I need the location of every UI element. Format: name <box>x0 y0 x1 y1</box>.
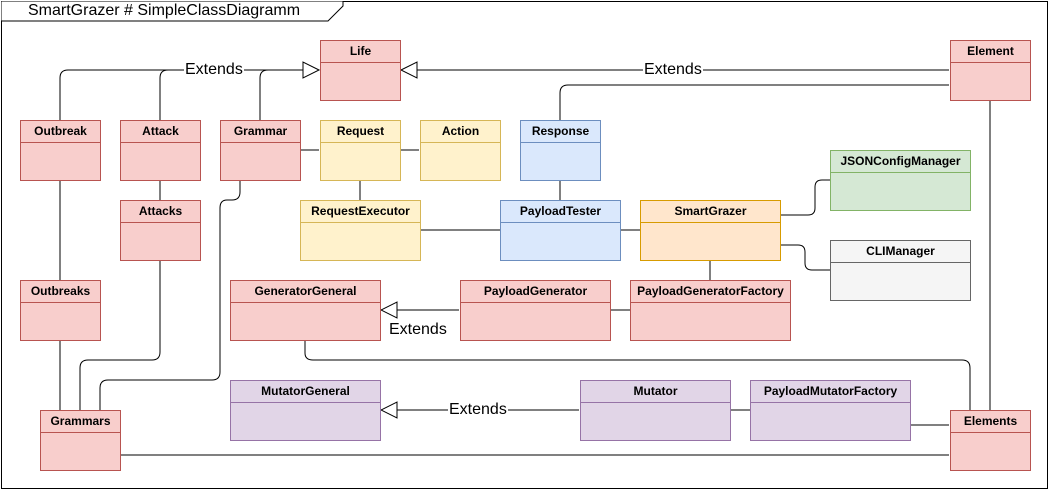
class-payload-mutator-factory[interactable]: PayloadMutatorFactory <box>750 380 911 441</box>
class-attacks[interactable]: Attacks <box>120 200 201 261</box>
class-payload-mutator-factory-name: PayloadMutatorFactory <box>751 381 910 403</box>
class-payload-tester-name: PayloadTester <box>501 201 620 223</box>
inherit-arrow-generatorgeneral <box>379 301 398 319</box>
class-elements-name: Elements <box>951 411 1030 433</box>
class-request-executor[interactable]: RequestExecutor <box>300 200 421 261</box>
class-mutator-general-name: MutatorGeneral <box>231 381 380 403</box>
class-element[interactable]: Element <box>950 40 1031 101</box>
class-payload-generator-factory[interactable]: PayloadGeneratorFactory <box>630 280 791 341</box>
class-request-name: Request <box>321 121 400 143</box>
extends-label-life: Extends <box>184 61 244 79</box>
class-json-config-manager-name: JSONConfigManager <box>831 151 970 173</box>
class-payload-generator[interactable]: PayloadGenerator <box>460 280 611 341</box>
class-request[interactable]: Request <box>320 120 401 181</box>
class-generator-general-name: GeneratorGeneral <box>231 281 380 303</box>
inherit-arrow-life-left <box>302 61 321 79</box>
class-json-config-manager[interactable]: JSONConfigManager <box>830 150 971 211</box>
class-grammar[interactable]: Grammar <box>220 120 301 181</box>
class-action[interactable]: Action <box>420 120 501 181</box>
class-grammar-name: Grammar <box>221 121 300 143</box>
edge-response-element <box>559 84 949 120</box>
edge-grammar-life <box>259 69 269 120</box>
extends-label-element: Extends <box>643 61 703 79</box>
class-life-name: Life <box>321 41 400 63</box>
class-outbreaks-name: Outbreaks <box>21 281 100 303</box>
diagram-title: SmartGrazer # SimpleClassDiagramm <box>28 2 301 19</box>
inherit-arrow-mutatorgeneral <box>379 401 398 419</box>
edge-generatorgeneral-elements <box>304 340 971 410</box>
class-elements[interactable]: Elements <box>950 410 1031 471</box>
class-payload-generator-factory-name: PayloadGeneratorFactory <box>631 281 790 303</box>
class-outbreak[interactable]: Outbreak <box>20 120 101 181</box>
class-response-name: Response <box>521 121 600 143</box>
class-payload-generator-name: PayloadGenerator <box>461 281 610 303</box>
class-smart-grazer[interactable]: SmartGrazer <box>640 200 781 261</box>
extends-label-generator: Extends <box>388 321 448 339</box>
inherit-arrow-life-right <box>399 61 418 79</box>
class-mutator-name: Mutator <box>581 381 730 403</box>
class-cli-manager[interactable]: CLIManager <box>830 240 971 301</box>
class-life[interactable]: Life <box>320 40 401 101</box>
class-action-name: Action <box>421 121 500 143</box>
class-grammars-name: Grammars <box>41 411 120 433</box>
class-response[interactable]: Response <box>520 120 601 181</box>
edge-grammar-grammars <box>99 180 241 410</box>
extends-label-mutator: Extends <box>448 401 508 419</box>
class-attack-name: Attack <box>121 121 200 143</box>
class-grammars[interactable]: Grammars <box>40 410 121 471</box>
edge-attack-life <box>159 69 169 120</box>
edge-outbreak-life <box>59 69 319 120</box>
edge-attacks-grammars <box>79 260 161 410</box>
class-mutator-general[interactable]: MutatorGeneral <box>230 380 381 441</box>
edge-smartgrazer-cli <box>780 244 830 271</box>
class-request-executor-name: RequestExecutor <box>301 201 420 223</box>
edge-smartgrazer-json <box>780 179 830 216</box>
class-mutator[interactable]: Mutator <box>580 380 731 441</box>
class-smart-grazer-name: SmartGrazer <box>641 201 780 223</box>
class-attacks-name: Attacks <box>121 201 200 223</box>
class-generator-general[interactable]: GeneratorGeneral <box>230 280 381 341</box>
class-outbreaks[interactable]: Outbreaks <box>20 280 101 341</box>
class-element-name: Element <box>951 41 1030 63</box>
class-cli-manager-name: CLIManager <box>831 241 970 263</box>
class-outbreak-name: Outbreak <box>21 121 100 143</box>
class-attack[interactable]: Attack <box>120 120 201 181</box>
class-payload-tester[interactable]: PayloadTester <box>500 200 621 261</box>
